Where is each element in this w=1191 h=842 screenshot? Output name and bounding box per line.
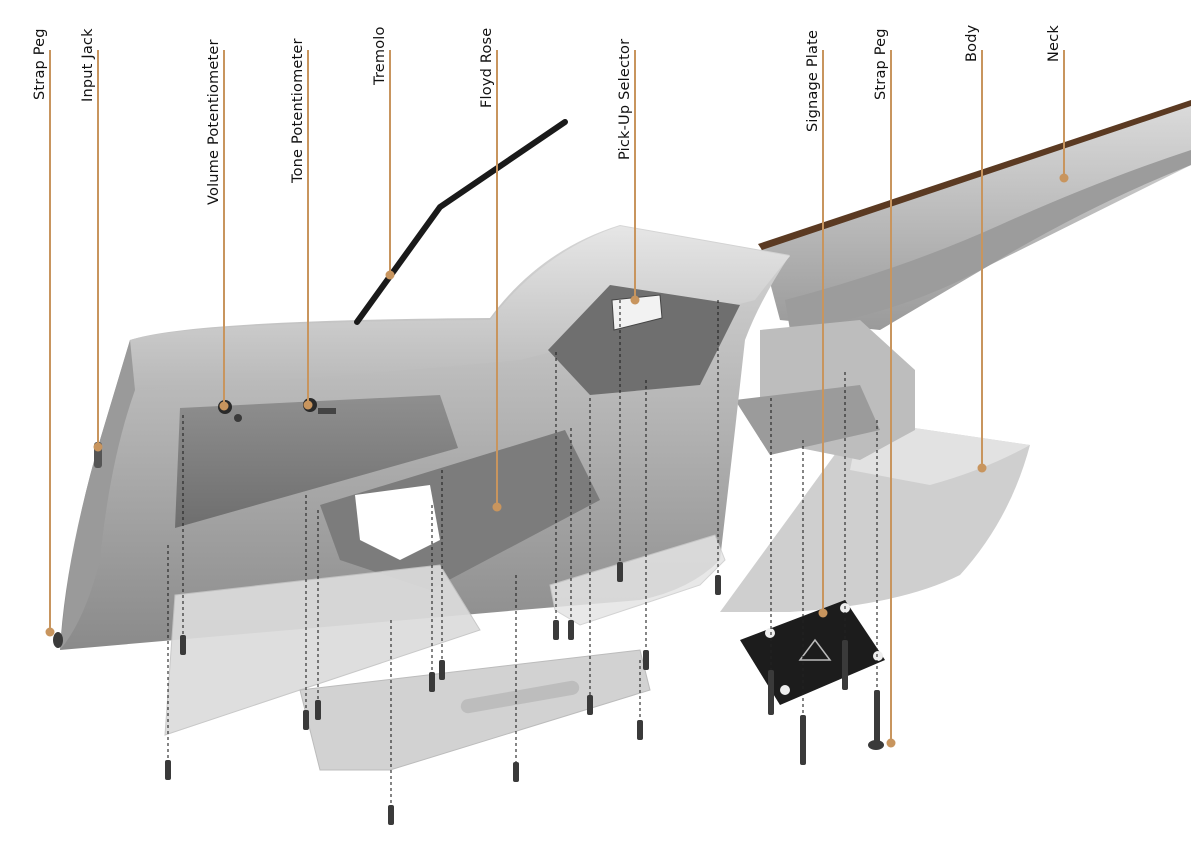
fretboard <box>758 100 1191 250</box>
tremolo-rout <box>355 485 440 560</box>
screws <box>53 562 884 825</box>
body-right-wing <box>720 320 1030 612</box>
body <box>60 225 790 650</box>
label-floyd-rose: Floyd Rose <box>479 27 495 108</box>
label-strap-peg-left: Strap Peg <box>32 28 48 100</box>
pickup-cover-plate <box>549 534 726 626</box>
neck <box>758 100 1191 330</box>
leader-lines <box>49 50 1065 743</box>
pickup-pocket <box>548 285 740 395</box>
pickup-selector-switch <box>611 294 663 331</box>
signage-plate <box>740 600 885 705</box>
label-neck: Neck <box>1046 25 1062 62</box>
label-tone-potentiometer: Tone Potentiometer <box>290 38 306 183</box>
label-body: Body <box>964 24 980 62</box>
label-input-jack: Input Jack <box>80 28 96 102</box>
label-strap-peg-right: Strap Peg <box>873 28 889 100</box>
control-cavity <box>175 395 458 528</box>
label-signage-plate: Signage Plate <box>805 29 821 132</box>
screw-guides <box>167 300 878 815</box>
strap-peg-left <box>53 632 63 648</box>
leader-dots <box>45 173 1069 748</box>
control-cover-plate <box>164 564 481 736</box>
label-tremolo: Tremolo <box>372 26 388 85</box>
label-volume-potentiometer: Volume Potentiometer <box>206 39 222 205</box>
label-pickup-selector: Pick-Up Selector <box>617 38 633 160</box>
tremolo-arm <box>354 119 568 325</box>
